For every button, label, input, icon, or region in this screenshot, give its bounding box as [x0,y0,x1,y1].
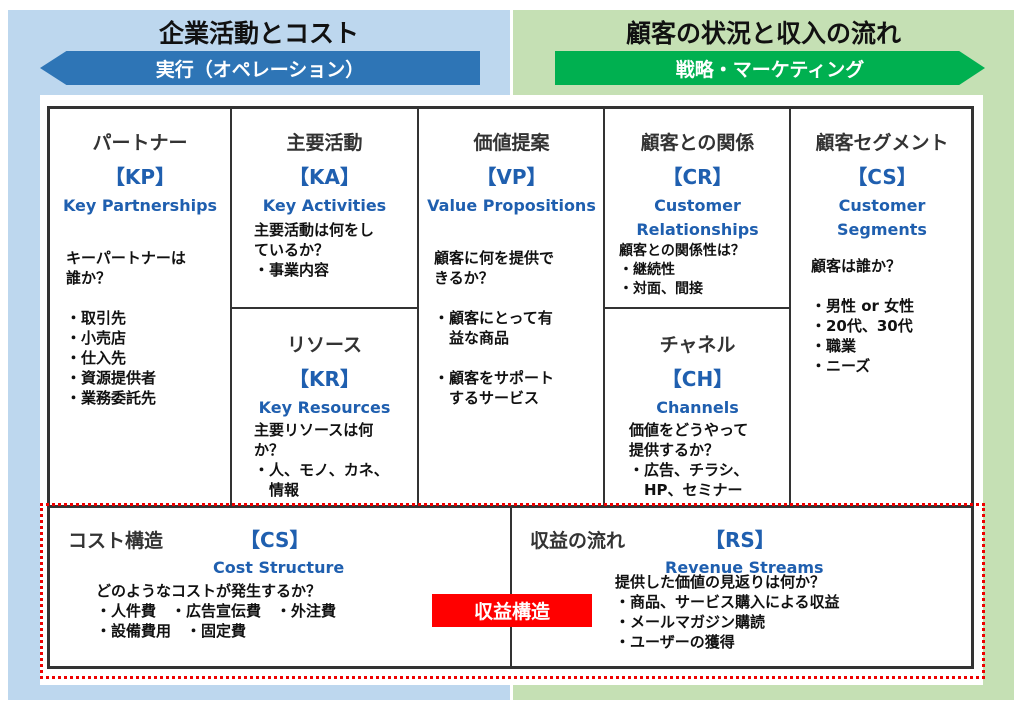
key-resources-cell: リソース 【KR】 Key Resources 主要リソースは何か？ ・人、モノ、… [232,330,417,500]
text-line: ・商品、サービス購入による収益 [615,593,840,611]
text-line: ・人件費 ・広告宣伝費 ・外注費 [96,602,337,620]
profit-structure-highlight [40,503,985,679]
text-line: ・取引先 [66,309,127,327]
text-line: ているか？ [254,241,330,259]
cr-en: Customer [654,196,741,215]
vp-code: 【VP】 [476,165,547,189]
text-line: 主要リソースは何 [254,421,374,439]
text-line: ・20代、30代 [811,317,913,335]
cost-code: 【CS】 [240,528,310,552]
rs-en: Revenue Streams [665,558,824,577]
cost-en: Cost Structure [213,558,345,577]
kp-code: 【KP】 [104,165,176,189]
text-line: HP、セミナー [629,481,743,499]
text-line: 顧客との関係性は？ [619,243,745,259]
cr-en: Relationships [636,220,759,239]
text-line: 誰か？ [66,269,112,287]
text-line: ・顧客をサポート [434,369,555,387]
kp-en: Key Partnerships [62,196,218,215]
text-line: ・顧客にとって有 [434,309,553,327]
text-line: キーパートナーは [66,249,186,267]
divider [603,307,791,309]
key-activities-cell: 主要活動 【KA】 Key Activities 主要活動は何をしているか？ ・事… [232,128,417,280]
divider [417,106,419,506]
rs-code: 【RS】 [705,528,775,552]
text-line: 益な商品 [434,329,510,347]
cr-title: 顧客との関係 [640,132,755,154]
text-line: 価値をどうやって [629,421,749,439]
left-section-title: 企業活動とコスト [158,19,359,48]
ch-code: 【CH】 [661,367,734,391]
cs-en: Customer [838,196,926,215]
vp-en: Value Propositions [427,196,596,215]
divider [603,106,605,506]
operation-arrow: 実行（オペレーション） [40,51,480,85]
ch-title: チャネル [659,334,736,356]
profit-structure-label: 収益構造 [432,594,592,627]
text-line: ・広告、チラシ、 [629,461,749,479]
text-line: 提供するか？ [629,441,720,459]
text-line: きるか？ [434,269,494,287]
cs-code: 【CS】 [847,165,917,189]
kr-code: 【KR】 [289,367,360,391]
ch-en: Channels [656,398,739,417]
vp-title: 価値提案 [473,132,550,154]
text-line: ・メールマガジン購読 [615,613,766,631]
cs-en: Segments [837,220,927,239]
text-line: ・男性 or 女性 [811,297,915,315]
text-line: 提供した価値の見返りは何か？ [615,573,826,591]
divider [789,106,791,506]
text-line: ・職業 [811,337,857,355]
rs-title: 収益の流れ [530,530,626,552]
text-line: ・小売店 [66,329,127,347]
customer-relationships-cell: 顧客との関係 【CR】 Customer Relationships 顧客との関… [605,128,790,299]
kp-title: パートナー [92,132,188,154]
divider [510,506,512,668]
text-line: ・対面、間接 [619,281,703,297]
text-line: ・資源提供者 [66,369,157,387]
text-line: するサービス [434,389,540,407]
cs-title: 顧客セグメント [815,132,949,154]
cost-title: コスト構造 [68,530,164,552]
ka-en: Key Activities [262,196,387,215]
value-propositions-cell: 価値提案 【VP】 Value Propositions 顧客に何を提供できるか… [419,128,604,408]
text-line: ・ニーズ [811,357,871,375]
customer-segments-cell: 顧客セグメント 【CS】 Customer Segments 顧客は誰か？ ・男… [791,128,973,376]
text-line: 顧客に何を提供で [434,249,555,267]
text-line: ・設備費用 ・固定費 [96,622,247,640]
text-line: ・継続性 [619,262,675,278]
right-section-title: 顧客の状況と収入の流れ [625,19,901,48]
text-line: ・人、モノ、カネ、 [254,461,389,479]
channels-cell: チャネル 【CH】 Channels 価値をどうやって提供するか？ ・広告、チラシ… [605,330,790,500]
kr-title: リソース [286,334,363,356]
ka-code: 【KA】 [289,165,360,189]
text-line: 主要活動は何をし [254,221,375,239]
text-line: ・事業内容 [254,261,330,279]
text-line: 情報 [254,481,300,499]
text-line: 顧客は誰か？ [811,257,902,275]
cr-code: 【CR】 [662,165,733,189]
ka-title: 主要活動 [286,132,363,154]
text-line: ・仕入先 [66,349,127,367]
text-line: ・ユーザーの獲得 [615,633,735,651]
text-line: どのようなコストが発生するか？ [96,582,322,600]
text-line: か？ [254,441,285,459]
text-line: ・業務委託先 [66,389,157,407]
key-partnerships-cell: パートナー 【KP】 Key Partnerships キーパートナーは誰か？ … [50,128,230,408]
divider [230,106,232,506]
marketing-arrow: 戦略・マーケティング [555,51,985,85]
kr-en: Key Resources [258,398,391,417]
divider [230,307,418,309]
